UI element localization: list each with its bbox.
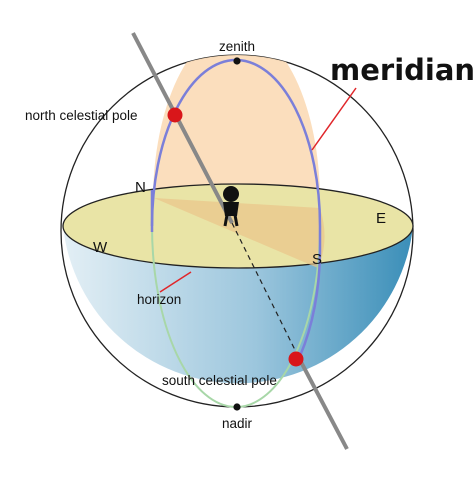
polar-axis-lower	[298, 359, 349, 450]
horizon-annotation-line	[159, 271, 192, 293]
nadir-label: nadir	[222, 416, 253, 431]
polar-axis-hidden	[231, 222, 301, 361]
east-label: E	[376, 210, 386, 227]
polar-axis-upper	[131, 32, 234, 224]
zenith-point	[233, 57, 241, 65]
observer-figure	[223, 186, 239, 227]
south-celestial-pole-label: south celestial pole	[162, 373, 277, 388]
meridian-annotation-line	[311, 87, 357, 151]
north-label: N	[135, 179, 146, 196]
meridian-sky-region	[153, 55, 320, 228]
south-celestial-pole-marker	[288, 351, 304, 367]
lower-hemisphere	[63, 226, 413, 384]
south-label: S	[312, 251, 322, 268]
horizon-meridian-shade	[154, 198, 325, 268]
nadir-point	[233, 403, 241, 411]
zenith-label: zenith	[219, 39, 255, 54]
west-label: W	[93, 239, 108, 256]
meridian-label: meridian	[330, 53, 474, 87]
horizon-label: horizon	[137, 292, 181, 307]
north-celestial-pole-marker	[167, 107, 183, 123]
north-celestial-pole-label: north celestial pole	[25, 108, 138, 123]
meridian-line	[150, 58, 322, 357]
